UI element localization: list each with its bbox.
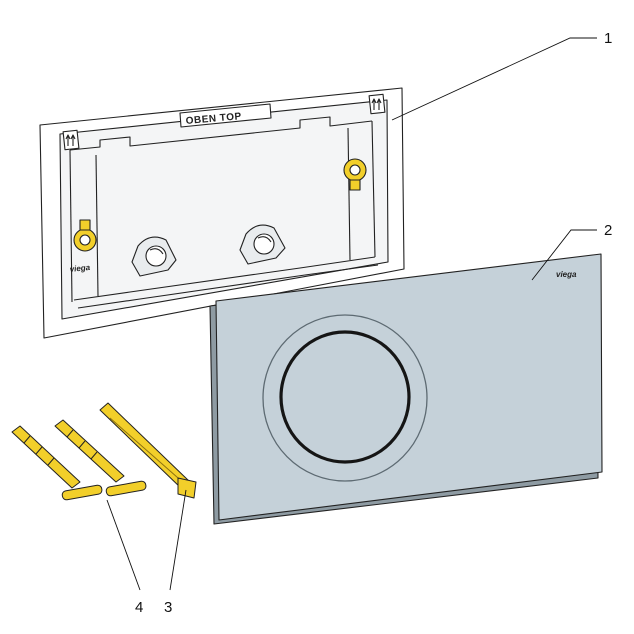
callout-leader-4 [106,499,141,591]
actuator-rod-2 [54,419,147,497]
frame-arrow-mark-left [62,129,80,151]
frame-left-rail [69,149,73,303]
actuator-rod-3 [99,402,197,499]
frame-hook-left [131,236,177,277]
frame-clip-left [73,219,97,252]
frame-hook-right [239,224,286,265]
callout-leader-2 [531,229,597,281]
frame-arrow-mark-right [368,93,386,115]
callout-leaders [106,37,597,591]
callout-label-2: 2 [604,222,612,239]
arrow-up-icon [371,98,382,110]
plate-brand-logo: viega [556,270,577,279]
frame-bottom-rail-2 [77,264,379,309]
frame-left-rail-inner [95,154,99,297]
callout-label-1: 1 [604,30,612,47]
frame-top-label: OBEN TOP [185,111,242,127]
mounting-frame: OBEN TOP viega [39,87,405,339]
plate-flush-button [279,330,411,464]
frame-bottom-rail [73,256,376,301]
callout-label-3: 3 [164,599,172,616]
callout-leader-3 [169,489,187,591]
frame-brand-logo: viega [69,263,91,274]
frame-right-rail-inner [347,127,351,261]
flush-plate: viega [209,253,603,525]
frame-top-rail [69,116,373,151]
callout-leader-1 [391,37,597,121]
callout-label-4: 4 [135,599,143,616]
frame-clip-right [343,158,367,191]
frame-label-tab [179,103,272,128]
arrow-up-icon [65,134,76,146]
frame-right-rail [371,120,376,258]
actuator-rod-1 [11,425,103,501]
